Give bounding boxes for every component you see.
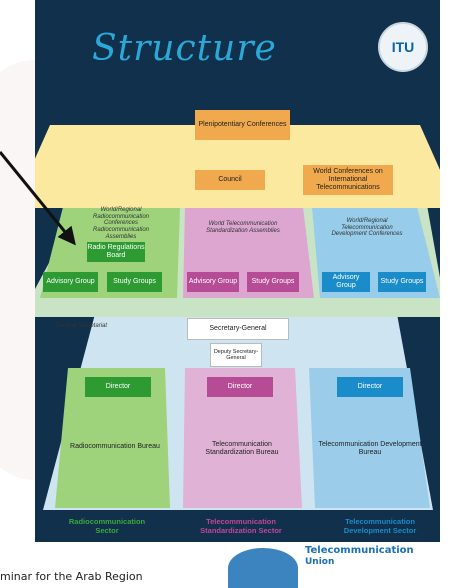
development-conferences-label: World/Regional Telecommunication Develop… xyxy=(331,218,403,238)
structure-slide: Structure ITU Plenipotentiary Conference… xyxy=(35,0,440,542)
radio-advisory-label: Advisory Group xyxy=(46,277,95,285)
development-director-box: Director xyxy=(337,377,403,397)
telecom-advisory-group-box: Advisory Group xyxy=(187,272,239,292)
deputy-secretary-general-box: Deputy Secretary-General xyxy=(210,343,262,367)
plenipotentiary-label: Plenipotentiary Conferences xyxy=(198,120,287,128)
radio-study-label: Study Groups xyxy=(113,277,156,285)
footer-right-text-1: Telecommunication xyxy=(305,545,414,556)
development-bureau-label: Telecommunication Development Bureau xyxy=(318,440,422,456)
telecom-director-box: Director xyxy=(207,377,273,397)
telecom-assemblies-label: World Telecommunication Standardization … xyxy=(206,221,280,234)
radio-regulations-board-label: Radio Regulations Board xyxy=(87,243,145,259)
development-study-groups-box: Study Groups xyxy=(378,272,426,292)
development-study-label: Study Groups xyxy=(380,277,424,285)
slide-title: Structure xyxy=(92,28,277,69)
telecom-study-label: Study Groups xyxy=(251,277,295,285)
radio-sector-label: Radiocommunication Sector xyxy=(68,517,146,535)
general-secretariat-label: General Secretariat xyxy=(55,322,108,329)
radio-director-label: Director xyxy=(105,382,131,390)
telecom-advisory-label: Advisory Group xyxy=(188,277,238,285)
itu-logo-icon: ITU xyxy=(378,22,428,72)
footer-right-text-2: Union xyxy=(305,557,335,567)
secretary-general-box: Secretary-General xyxy=(187,318,289,340)
radio-bureau-label: Radiocommunication Bureau xyxy=(70,442,160,450)
development-advisory-group-box: Advisory Group xyxy=(322,272,370,292)
council-box: Council xyxy=(195,170,265,190)
telecom-director-label: Director xyxy=(227,382,253,390)
radio-conferences-label: World/Regional Radiocommunication Confer… xyxy=(92,207,150,227)
development-director-label: Director xyxy=(357,382,383,390)
bottom-layer-plane xyxy=(43,314,433,510)
development-sector-label: Telecommunication Development Sector xyxy=(343,517,417,535)
telecom-sector-label: Telecommunication Standardization Sector xyxy=(200,517,282,535)
footer-itu-logo-icon xyxy=(228,548,298,588)
pointer-arrow xyxy=(0,151,76,246)
world-conferences-box: World Conferences on International Telec… xyxy=(303,165,393,195)
footer-left-text: minar for the Arab Region xyxy=(0,570,143,583)
radio-advisory-group-box: Advisory Group xyxy=(43,272,98,292)
radio-study-groups-box: Study Groups xyxy=(107,272,162,292)
world-conferences-label: World Conferences on International Telec… xyxy=(313,167,383,192)
deputy-secretary-general-label: Deputy Secretary-General xyxy=(213,348,259,361)
secretary-general-label: Secretary-General xyxy=(209,324,267,332)
council-label: Council xyxy=(218,175,242,183)
telecom-study-groups-box: Study Groups xyxy=(247,272,299,292)
telecom-bureau-label: Telecommunication Standardization Bureau xyxy=(205,440,279,456)
radio-assemblies-label: Radiocommunication Assemblies xyxy=(92,227,150,240)
radio-director-box: Director xyxy=(85,377,151,397)
plenipotentiary-box: Plenipotentiary Conferences xyxy=(195,110,290,140)
radio-regulations-board-box: Radio Regulations Board xyxy=(87,242,145,262)
development-advisory-label: Advisory Group xyxy=(332,273,360,289)
